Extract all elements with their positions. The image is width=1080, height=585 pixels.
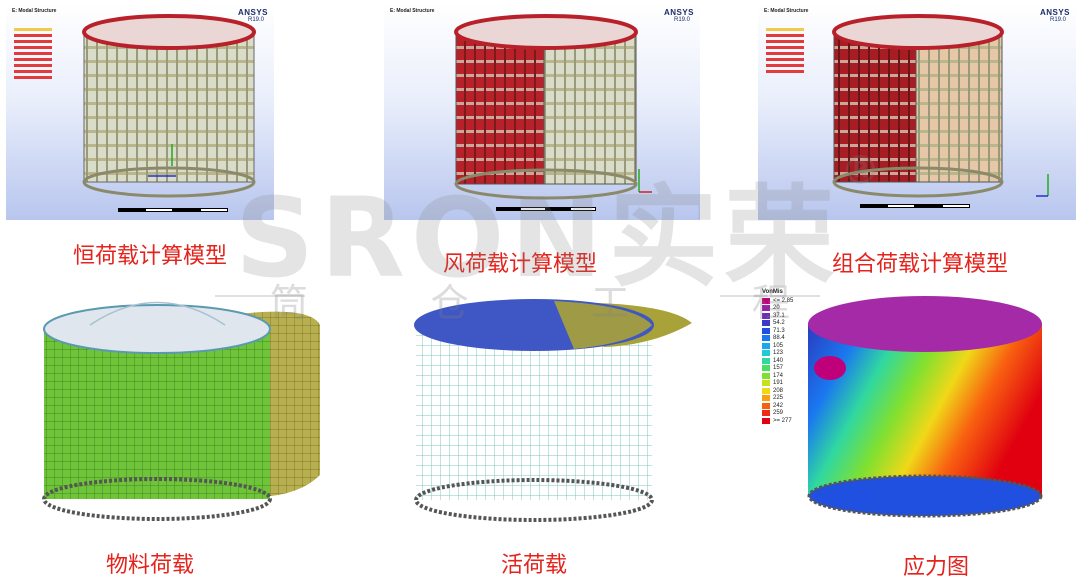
- legend-row: 54.2: [762, 320, 793, 328]
- legend-value: 37.1: [773, 312, 785, 319]
- ansys-logo: ANSYS: [663, 8, 694, 17]
- legend-row: 208: [762, 387, 793, 395]
- panel-header: E: Modal Structure: [12, 8, 57, 14]
- stress-contour-model: [807, 296, 1043, 518]
- legend-row: <= 2.85: [762, 297, 793, 305]
- legend-row: 123: [762, 350, 793, 358]
- load-legend: [766, 28, 804, 76]
- caption-combined-load: 组合荷载计算模型: [831, 252, 1008, 277]
- legend-swatch: [762, 320, 770, 327]
- legend-row: 37.1: [762, 312, 793, 320]
- scale-bar: [496, 207, 596, 211]
- legend-swatch: [762, 372, 770, 379]
- scale-bar: [118, 208, 228, 212]
- legend-swatch: [762, 417, 770, 424]
- watermark-line-left: [215, 295, 305, 297]
- legend-title: VonMis: [762, 289, 783, 295]
- ansys-version: R19.0: [247, 17, 264, 23]
- caption-live-load: 活荷载: [500, 553, 567, 578]
- legend-value: 123: [773, 350, 784, 357]
- legend-swatch: [762, 380, 770, 387]
- legend-swatch: [762, 395, 770, 402]
- legend-row: 225: [762, 395, 793, 403]
- legend-swatch: [762, 342, 770, 349]
- legend-value: >= 277: [773, 417, 792, 424]
- legend-value: 54.2: [773, 320, 785, 327]
- legend-row: 242: [762, 402, 793, 410]
- tank-model-live-load: [414, 299, 692, 522]
- caption-material-load: 物料荷载: [105, 553, 194, 578]
- legend-row: >= 277: [762, 417, 793, 425]
- scale-bar: [860, 204, 970, 208]
- panel-material-load: [30, 285, 350, 525]
- legend-value: 71.3: [773, 327, 785, 334]
- legend-swatch: [762, 327, 770, 334]
- ansys-logo: ANSYS: [1039, 8, 1070, 17]
- legend-row: 140: [762, 357, 793, 365]
- legend-swatch: [762, 387, 770, 394]
- legend-row: 259: [762, 410, 793, 418]
- panel-wind-load: E: Modal Structure ANSYS R19.0: [384, 4, 700, 220]
- legend-swatch: [762, 312, 770, 319]
- legend-value: 242: [773, 402, 784, 409]
- legend-row: 157: [762, 365, 793, 373]
- panel-dead-load: E: Modal Structure ANSYS R19.0: [6, 4, 274, 220]
- legend-swatch: [762, 305, 770, 312]
- legend-swatch: [762, 297, 770, 304]
- legend-value: 191: [773, 380, 784, 387]
- legend-swatch: [762, 365, 770, 372]
- legend-value: 225: [773, 395, 784, 402]
- legend-swatch: [762, 410, 770, 417]
- tank-model-combined-load: [832, 14, 1049, 198]
- legend-row: 105: [762, 342, 793, 350]
- panel-combined-load: E: Modal Structure ANSYS R19.0: [758, 4, 1076, 220]
- legend-value: 174: [773, 372, 784, 379]
- legend-value: 259: [773, 410, 784, 417]
- legend-row: 191: [762, 380, 793, 388]
- legend-value: 20: [773, 305, 780, 312]
- caption-dead-load: 恒荷载计算模型: [72, 244, 227, 269]
- legend-value: <= 2.85: [773, 297, 794, 304]
- legend-value: 157: [773, 365, 784, 372]
- legend-value: 208: [773, 387, 784, 394]
- panel-header: E: Modal Structure: [390, 8, 435, 14]
- legend-swatch: [762, 350, 770, 357]
- tank-model-wind-load: [454, 14, 652, 200]
- caption-stress-map: 应力图: [902, 555, 969, 580]
- legend-row: 174: [762, 372, 793, 380]
- ansys-version: R19.0: [1049, 17, 1066, 23]
- tank-model-material-load: [42, 301, 320, 521]
- legend-value: 140: [773, 357, 784, 364]
- legend-swatch: [762, 357, 770, 364]
- load-legend: [14, 28, 52, 82]
- legend-swatch: [762, 402, 770, 409]
- legend-row: 20: [762, 305, 793, 313]
- watermark-line-right: [720, 295, 820, 297]
- legend-swatch: [762, 335, 770, 342]
- ansys-version: R19.0: [673, 17, 690, 23]
- panel-header: E: Modal Structure: [764, 8, 809, 14]
- panel-stress-map: [800, 290, 1050, 525]
- caption-wind-load: 风荷载计算模型: [442, 252, 597, 277]
- ansys-logo: ANSYS: [237, 8, 268, 17]
- legend-row: 71.3: [762, 327, 793, 335]
- legend-value: 105: [773, 342, 784, 349]
- panel-live-load: [404, 295, 700, 525]
- tank-model-dead-load: [82, 14, 256, 198]
- legend-value: 88.4: [773, 335, 785, 342]
- legend-row: 88.4: [762, 335, 793, 343]
